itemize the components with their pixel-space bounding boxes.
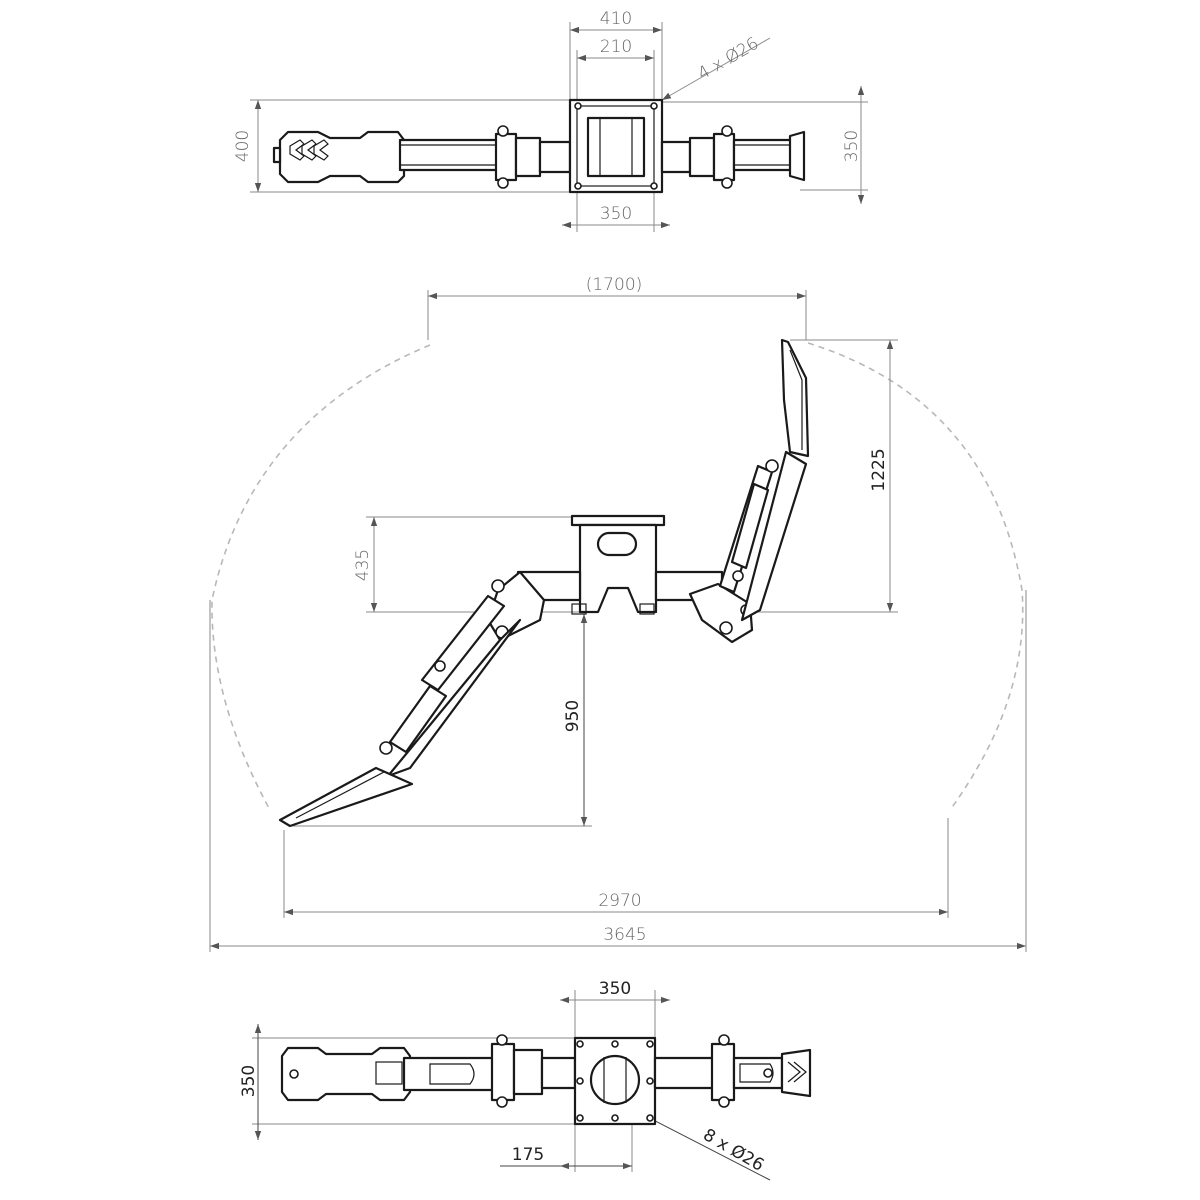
holes-leader <box>661 37 771 101</box>
dim-label-1700: (1700) <box>586 275 643 295</box>
holes-note-4x26: 4 x Ø26 <box>695 34 763 85</box>
dim-label-3645: 3645 <box>603 925 646 945</box>
plan-view: (1700) 1225 435 950 2970 3645 <box>209 275 1027 952</box>
dim-label-1225: 1225 <box>869 448 889 491</box>
dim-label-410: 410 <box>600 9 632 29</box>
swing-arc-left <box>211 344 431 811</box>
top-view-part <box>272 98 806 194</box>
dim-label-435: 435 <box>353 549 373 581</box>
dim-label-950: 950 <box>563 700 583 732</box>
top-view: 410 210 4 x Ø26 400 350 350 <box>233 9 868 232</box>
dim-label-175: 175 <box>512 1145 544 1165</box>
holes-leader-8x <box>633 1109 771 1181</box>
holes-note-8x26: 8 x Ø26 <box>700 1125 768 1176</box>
swing-arc-right <box>807 342 1024 811</box>
dim-label-350-plate: 350 <box>599 979 631 999</box>
plan-view-part <box>278 338 810 828</box>
dim-label-210: 210 <box>600 37 632 57</box>
bottom-view: 350 350 175 8 x Ø26 <box>239 979 812 1181</box>
bottom-view-part <box>280 1034 812 1126</box>
dim-label-2970: 2970 <box>598 891 641 911</box>
dim-label-400: 400 <box>233 130 253 162</box>
dim-label-350-bottom: 350 <box>600 204 632 224</box>
dim-label-350-height: 350 <box>239 1065 259 1097</box>
dim-label-350-right: 350 <box>842 130 862 162</box>
